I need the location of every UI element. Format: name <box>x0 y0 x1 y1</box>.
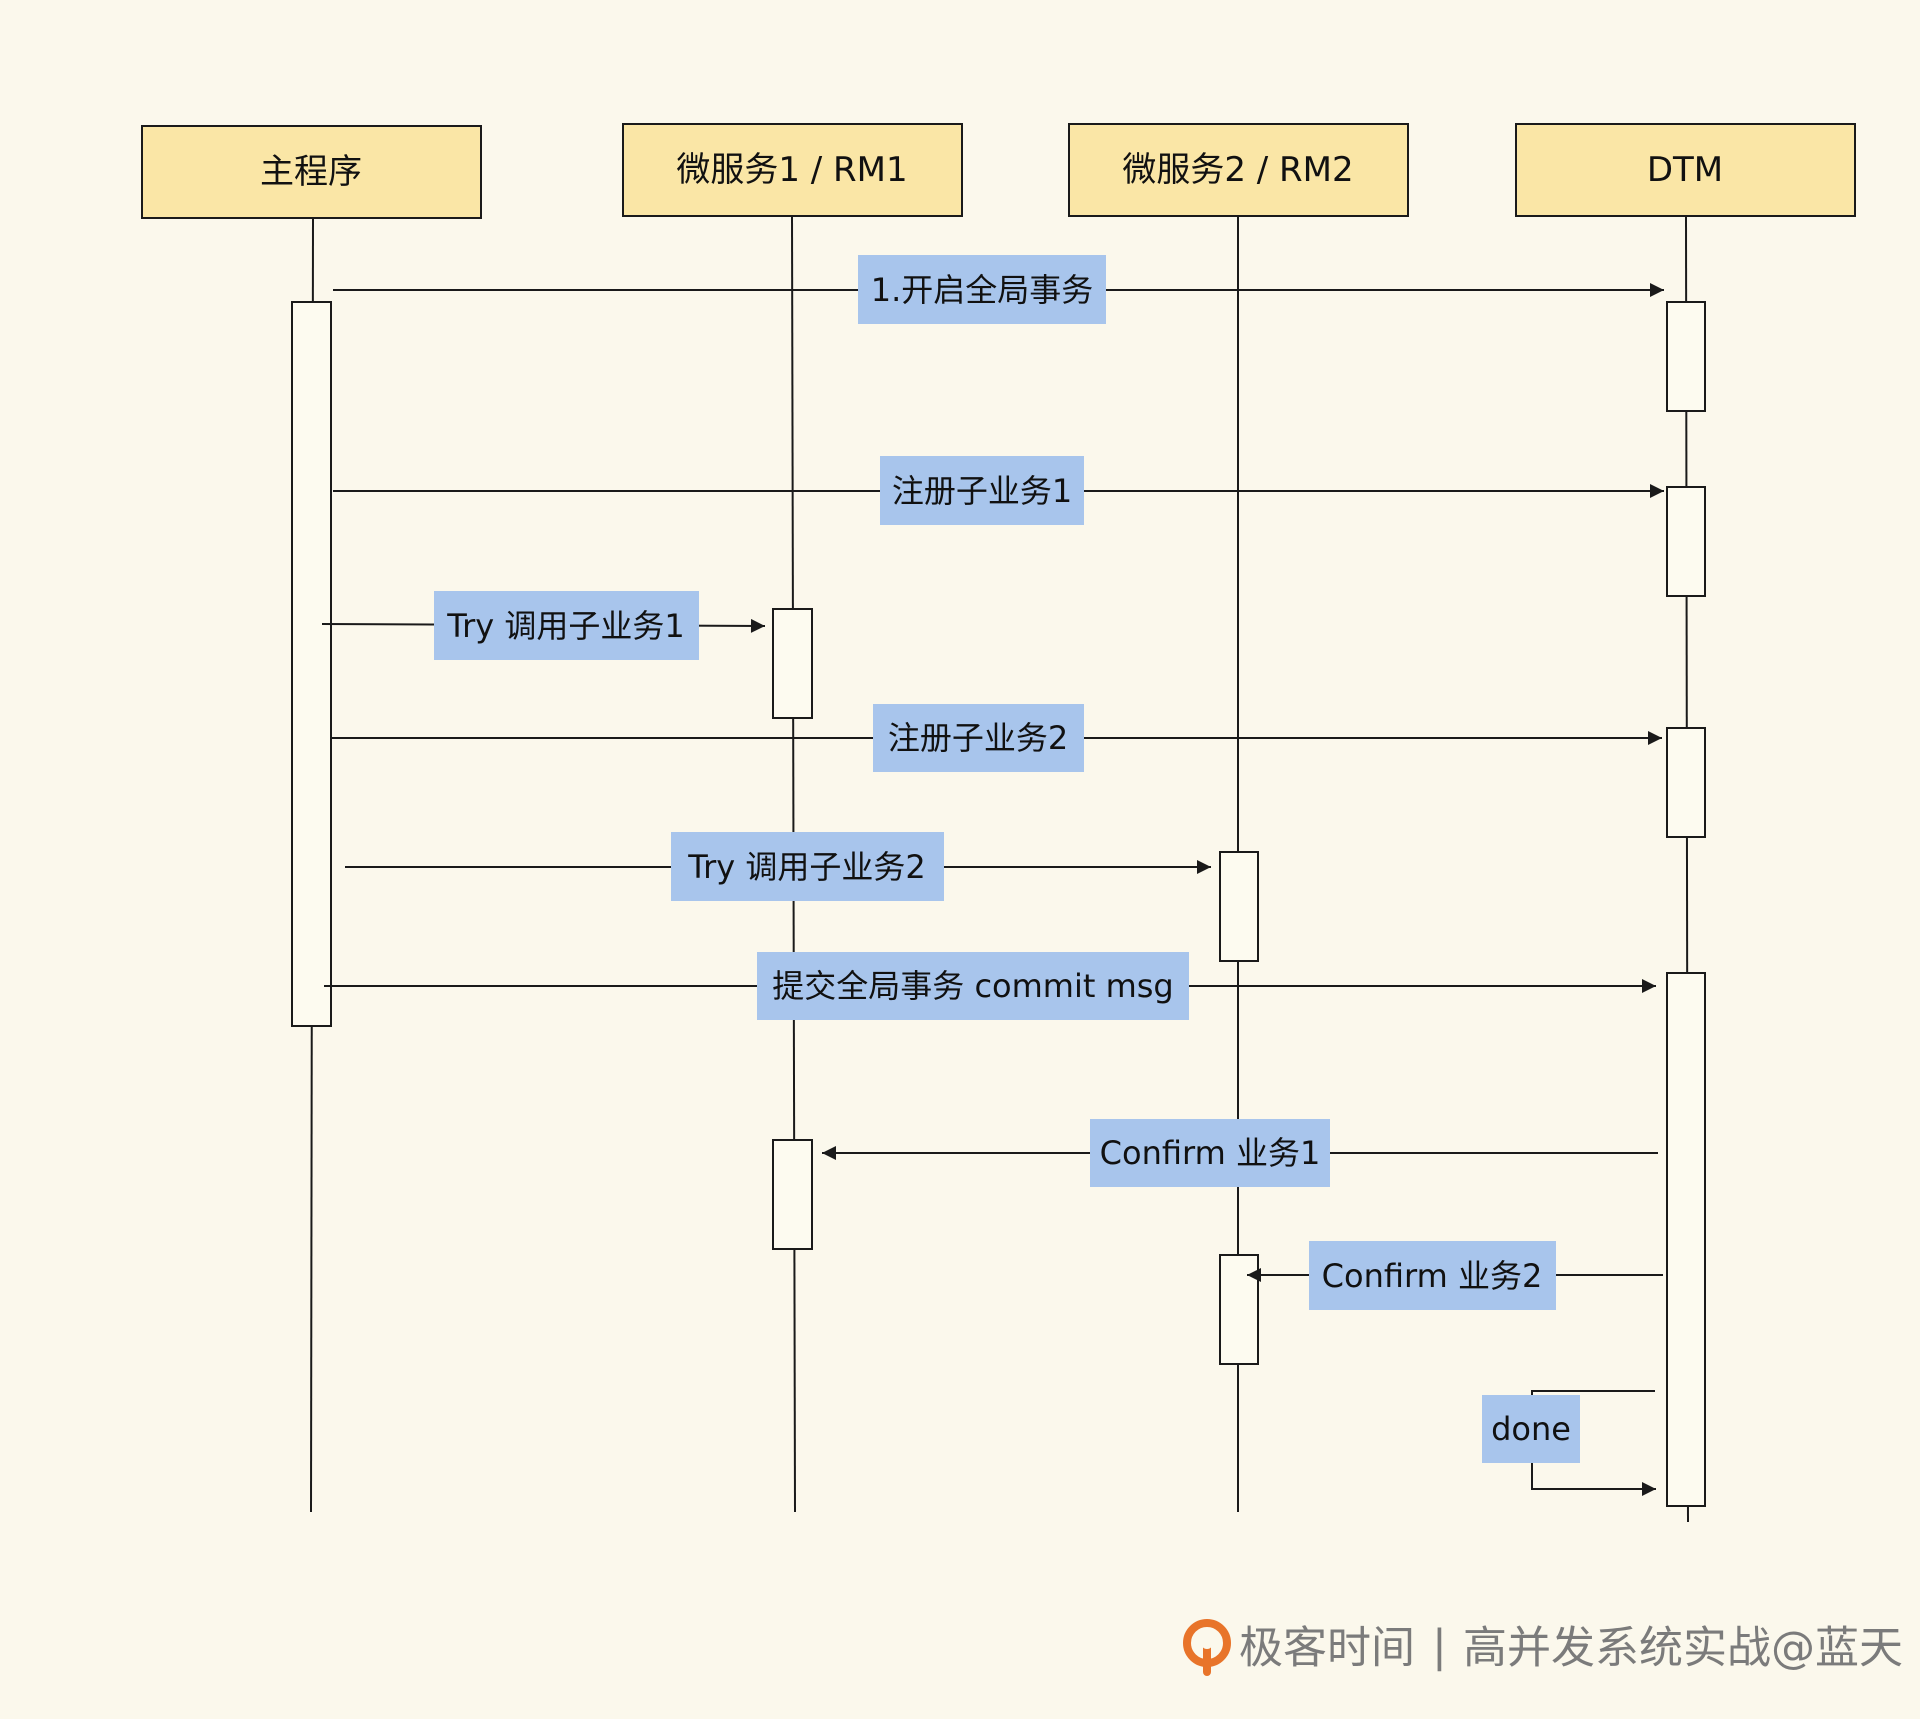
activation-bars <box>291 301 1706 1507</box>
participant-label: 微服务2 / RM2 <box>1122 150 1353 190</box>
activation-rm1-2 <box>772 1139 813 1250</box>
message-open-global-tx: 1.开启全局事务 <box>858 255 1106 324</box>
message-try-sub2: Try 调用子业务2 <box>671 832 944 901</box>
activation-dtm-2 <box>1666 486 1706 597</box>
message-label: Confirm 业务2 <box>1322 1257 1543 1295</box>
message-done: done <box>1482 1395 1580 1463</box>
message-label: Try 调用子业务2 <box>687 848 925 886</box>
activation-rm1-1 <box>772 608 813 719</box>
watermark-brand: 极客时间 <box>1239 1623 1415 1674</box>
message-label: done <box>1491 1410 1571 1448</box>
watermark-text: 高并发系统实战@蓝天 <box>1463 1623 1903 1674</box>
message-register-sub2: 注册子业务2 <box>873 704 1084 772</box>
message-label: 1.开启全局事务 <box>871 271 1094 309</box>
activation-rm2-1 <box>1219 851 1259 962</box>
message-label: 提交全局事务 commit msg <box>772 967 1173 1005</box>
message-label: 注册子业务1 <box>892 472 1072 510</box>
message-label: Try 调用子业务1 <box>446 607 684 645</box>
watermark-separator: | <box>1432 1621 1447 1672</box>
message-label: Confirm 业务1 <box>1100 1134 1321 1172</box>
participant-main: 主程序 <box>141 125 482 219</box>
participant-rm2: 微服务2 / RM2 <box>1068 123 1409 217</box>
activation-dtm-3 <box>1666 727 1706 838</box>
message-label: 注册子业务2 <box>888 719 1068 757</box>
activation-dtm-4 <box>1666 972 1706 1507</box>
participant-label: 主程序 <box>260 152 362 192</box>
geektime-logo-icon <box>1183 1619 1231 1676</box>
message-try-sub1: Try 调用子业务1 <box>434 591 699 660</box>
activation-dtm-1 <box>1666 301 1706 412</box>
message-commit: 提交全局事务 commit msg <box>757 952 1189 1020</box>
watermark: 极客时间 | 高并发系统实战@蓝天 <box>1183 1619 1903 1676</box>
message-confirm-2: Confirm 业务2 <box>1309 1241 1556 1310</box>
participant-label: 微服务1 / RM1 <box>676 150 907 190</box>
participant-rm1: 微服务1 / RM1 <box>622 123 963 217</box>
message-confirm-1: Confirm 业务1 <box>1090 1119 1330 1187</box>
lifelines <box>310 215 1689 1523</box>
activation-rm2-2 <box>1219 1254 1259 1365</box>
activation-main <box>291 301 332 1027</box>
participant-label: DTM <box>1647 150 1723 190</box>
participants: 主程序 微服务1 / RM1 微服务2 / RM2 DTM <box>141 123 1856 219</box>
message-labels: 1.开启全局事务 注册子业务1 Try 调用子业务1 注册子业务2 Try 调用… <box>434 255 1580 1463</box>
message-register-sub1: 注册子业务1 <box>880 456 1084 525</box>
participant-dtm: DTM <box>1515 123 1856 217</box>
